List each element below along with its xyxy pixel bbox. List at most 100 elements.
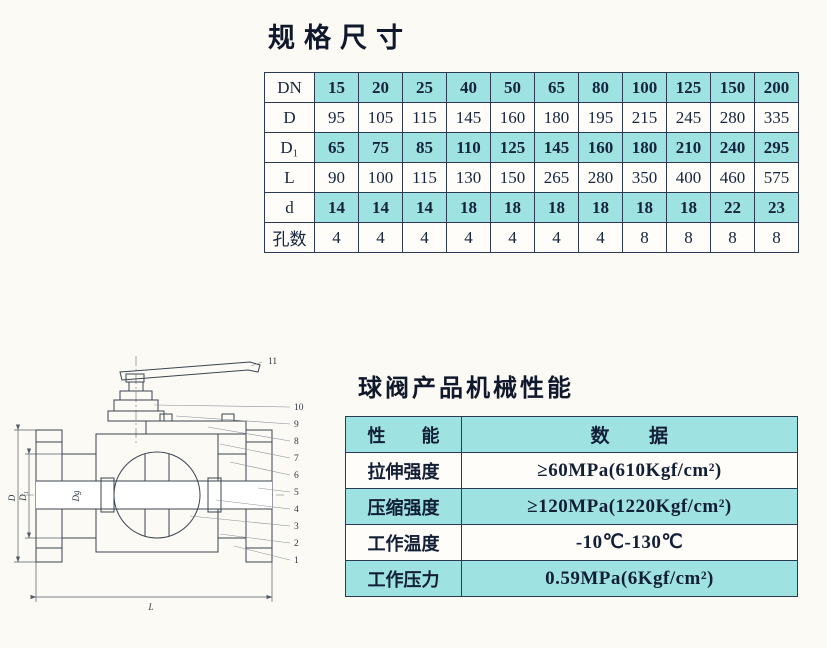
spec-cell: 4 — [314, 222, 359, 253]
dim-label-D1: D₁ — [18, 491, 28, 502]
spec-cell: 18 — [578, 192, 623, 223]
spec-cell: 4 — [358, 222, 403, 253]
mech-section-title: 球阀产品机械性能 — [358, 374, 574, 402]
spec-cell: 200 — [754, 72, 799, 103]
spec-cell: 4 — [446, 222, 491, 253]
dim-label-L: L — [147, 602, 153, 612]
spec-cell: 8 — [666, 222, 711, 253]
mech-table-row: 压缩强度≥120MPa(1220Kgf/cm²) — [345, 488, 798, 525]
leader-line-7 — [219, 443, 291, 459]
leader-line-6 — [229, 461, 291, 476]
mech-header-property: 性 能 — [345, 416, 462, 453]
spec-cell: 4 — [534, 222, 579, 253]
mech-header-row: 性 能 数 据 — [345, 416, 798, 453]
part-number-5: 5 — [294, 488, 299, 498]
mech-header-data: 数 据 — [461, 416, 798, 453]
spec-cell: 25 — [402, 72, 447, 103]
spec-cell: 18 — [666, 192, 711, 223]
spec-cell: 210 — [666, 132, 711, 163]
mech-row-label: 工作温度 — [345, 524, 462, 561]
right-seat — [207, 477, 222, 513]
spec-cell: 145 — [446, 102, 491, 133]
spec-cell: 14 — [314, 192, 359, 223]
spec-cell: 240 — [710, 132, 755, 163]
spec-cell: 23 — [754, 192, 799, 223]
valve-section-drawing: 11 10 9 8 7 6 5 4 3 2 1 D D₁ Dg L — [7, 350, 326, 635]
spec-cell: 280 — [710, 102, 755, 133]
spec-cell: 80 — [578, 72, 623, 103]
spec-cell: 245 — [666, 102, 711, 133]
spec-cell: 295 — [754, 132, 799, 163]
spec-cell: 115 — [402, 162, 447, 193]
dim-label-Dg: Dg — [71, 490, 81, 502]
mech-table-body: 拉伸强度≥60MPa(610Kgf/cm²)压缩强度≥120MPa(1220Kg… — [345, 452, 798, 597]
spec-cell: 125 — [666, 72, 711, 103]
part-number-8: 8 — [294, 437, 299, 447]
mech-table: 性 能 数 据 拉伸强度≥60MPa(610Kgf/cm²)压缩强度≥120MP… — [345, 416, 798, 597]
spec-cell: 14 — [358, 192, 403, 223]
mech-row-value: 0.59MPa(6Kgf/cm²) — [461, 560, 798, 597]
spec-cell: 350 — [622, 162, 667, 193]
spec-cell: 180 — [622, 132, 667, 163]
spec-cell: 180 — [534, 102, 579, 133]
spec-cell: 95 — [314, 102, 359, 133]
spec-cell: 4 — [402, 222, 447, 253]
spec-row-label: d — [264, 192, 315, 223]
leader-line-9 — [175, 415, 291, 425]
ball-valve-cross-section: 11 10 9 8 7 6 5 4 3 2 1 D D₁ Dg L — [7, 356, 304, 612]
spec-cell: 145 — [534, 132, 579, 163]
spec-cell: 4 — [490, 222, 535, 253]
spec-cell: 400 — [666, 162, 711, 193]
leader-line-10 — [153, 404, 291, 408]
spec-section-title: 规格尺寸 — [268, 23, 412, 54]
valve-handle — [119, 361, 261, 381]
part-number-6: 6 — [294, 471, 299, 481]
spec-cell: 150 — [490, 162, 535, 193]
spec-cell: 18 — [490, 192, 535, 223]
mech-row-value: ≥60MPa(610Kgf/cm²) — [461, 452, 798, 489]
mech-row-value: -10℃-130℃ — [461, 524, 798, 561]
leader-line-8 — [207, 426, 291, 442]
spec-cell: 115 — [402, 102, 447, 133]
spec-cell: 100 — [622, 72, 667, 103]
part-number-1: 1 — [294, 556, 299, 566]
spec-cell: 215 — [622, 102, 667, 133]
spec-cell: 280 — [578, 162, 623, 193]
spec-cell: 18 — [534, 192, 579, 223]
spec-cell: 265 — [534, 162, 579, 193]
part-number-10: 10 — [294, 403, 304, 413]
spec-cell: 335 — [754, 102, 799, 133]
mech-table-row: 拉伸强度≥60MPa(610Kgf/cm²) — [345, 452, 798, 489]
spec-row-label: L — [264, 162, 315, 193]
part-number-4: 4 — [294, 505, 299, 515]
spec-cell: 110 — [446, 132, 491, 163]
leader-line-4 — [215, 499, 291, 510]
bonnet-bolt — [159, 413, 173, 422]
leader-line-5 — [257, 487, 291, 493]
leader-line-11 — [250, 361, 263, 367]
spec-cell: 575 — [754, 162, 799, 193]
leader-line-2 — [219, 533, 291, 544]
spec-row-label: DN — [264, 72, 315, 103]
spec-cell: 18 — [622, 192, 667, 223]
spec-cell: 4 — [578, 222, 623, 253]
part-number-3: 3 — [294, 522, 299, 532]
spec-row-label: 孔数 — [264, 222, 315, 253]
spec-cell: 90 — [314, 162, 359, 193]
mech-row-label: 拉伸强度 — [345, 452, 462, 489]
spec-cell: 50 — [490, 72, 535, 103]
spec-cell: 18 — [446, 192, 491, 223]
spec-cell: 100 — [358, 162, 403, 193]
mech-row-label: 工作压力 — [345, 560, 462, 597]
spec-cell: 125 — [490, 132, 535, 163]
spec-cell: 65 — [534, 72, 579, 103]
spec-cell: 105 — [358, 102, 403, 133]
spec-cell: 460 — [710, 162, 755, 193]
